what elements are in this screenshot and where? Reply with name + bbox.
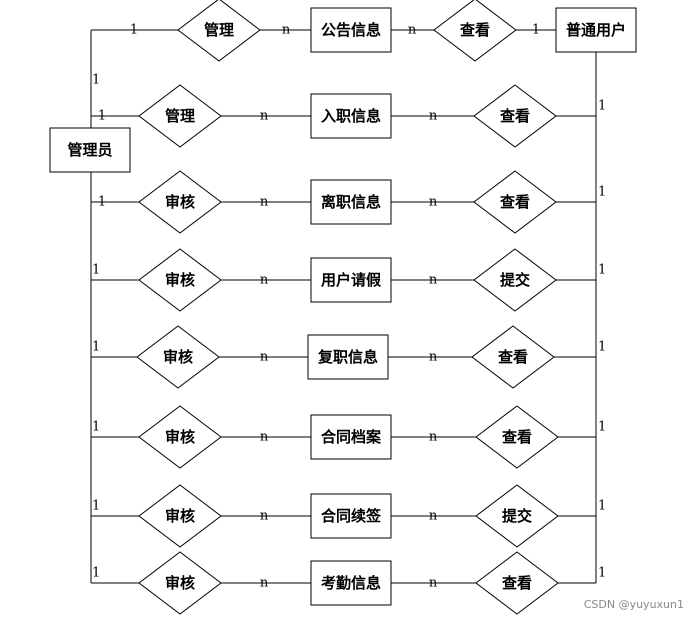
entity-6 [310, 493, 392, 539]
admin-entity-label: 管理员 [67, 141, 112, 159]
mid-left-card-3: n [260, 273, 269, 288]
watermark: CSDN @yuyuxun1 [584, 598, 684, 611]
right-relation-0 [433, 0, 517, 62]
right-card-7: 1 [598, 566, 606, 581]
left-card-5: 1 [92, 420, 100, 435]
diagram-shapes [49, 0, 637, 615]
mid-right-card-1: n [429, 109, 438, 124]
entity-5 [310, 414, 392, 460]
entity-label-5: 合同档案 [320, 428, 382, 446]
right-relation-label-3: 提交 [500, 271, 530, 289]
mid-left-card-4: n [260, 350, 269, 365]
right-card-1: 1 [598, 99, 606, 114]
left-relation-7 [138, 551, 222, 615]
user-entity-label: 普通用户 [566, 21, 626, 39]
mid-right-card-0: n [408, 23, 417, 38]
right-relation-label-2: 查看 [500, 193, 530, 211]
left-relation-label-0: 管理 [204, 21, 234, 39]
right-relation-label-4: 查看 [498, 348, 528, 366]
entity-1 [310, 93, 392, 139]
left-card-6: 1 [92, 499, 100, 514]
left-relation-label-6: 审核 [165, 507, 195, 525]
right-card-0: 1 [532, 23, 540, 38]
left-card-2: 1 [98, 195, 106, 210]
entity-3 [310, 257, 392, 303]
left-card-4: 1 [92, 340, 100, 355]
left-relation-label-5: 审核 [165, 428, 195, 446]
entity-label-2: 离职信息 [321, 193, 381, 211]
right-relation-2 [473, 170, 557, 234]
mid-left-card-6: n [260, 509, 269, 524]
entity-0 [310, 7, 392, 53]
right-relation-4 [471, 325, 555, 389]
right-relation-label-0: 查看 [460, 21, 490, 39]
left-relation-label-1: 管理 [165, 107, 195, 125]
right-relation-6 [475, 484, 559, 548]
right-relation-label-6: 提交 [502, 507, 532, 525]
connector-lines [90, 29, 597, 584]
right-relation-7 [475, 551, 559, 615]
entity-label-4: 复职信息 [317, 348, 378, 366]
right-card-3: 1 [598, 263, 606, 278]
left-relation-2 [138, 170, 222, 234]
right-card-6: 1 [598, 499, 606, 514]
left-card-7: 1 [92, 566, 100, 581]
left-relation-0 [177, 0, 261, 62]
left-relation-label-3: 审核 [165, 271, 195, 289]
admin-entity [49, 127, 131, 173]
left-relation-label-4: 审核 [163, 348, 193, 366]
left-relation-label-7: 审核 [165, 574, 195, 592]
entity-label-1: 入职信息 [321, 107, 381, 125]
mid-right-card-2: n [429, 195, 438, 210]
mid-right-card-6: n [429, 509, 438, 524]
right-relation-label-5: 查看 [502, 428, 532, 446]
entity-label-7: 考勤信息 [321, 574, 381, 592]
left-card-3: 1 [92, 263, 100, 278]
left-card-1: 1 [98, 109, 106, 124]
mid-left-card-1: n [260, 109, 269, 124]
mid-left-card-2: n [260, 195, 269, 210]
left-relation-label-2: 审核 [165, 193, 195, 211]
mid-right-card-4: n [429, 350, 438, 365]
mid-left-card-7: n [260, 576, 269, 591]
right-relation-3 [473, 248, 557, 312]
left-relation-4 [136, 325, 220, 389]
mid-right-card-5: n [429, 430, 438, 445]
admin-card-top: 1 [92, 73, 100, 88]
left-relation-6 [138, 484, 222, 548]
entity-2 [310, 179, 392, 225]
right-card-2: 1 [598, 185, 606, 200]
entity-label-6: 合同续签 [320, 507, 382, 525]
entity-label-0: 公告信息 [321, 21, 381, 39]
left-relation-3 [138, 248, 222, 312]
mid-left-card-5: n [260, 430, 269, 445]
entity-4 [307, 334, 389, 380]
right-card-5: 1 [598, 420, 606, 435]
entity-label-3: 用户请假 [321, 271, 382, 289]
right-card-4: 1 [598, 340, 606, 355]
mid-right-card-3: n [429, 273, 438, 288]
right-relation-1 [473, 84, 557, 148]
mid-right-card-7: n [429, 576, 438, 591]
right-relation-label-7: 查看 [502, 574, 532, 592]
left-relation-5 [138, 405, 222, 469]
right-relation-label-1: 查看 [500, 107, 530, 125]
left-card-0: 1 [130, 23, 138, 38]
left-relation-1 [138, 84, 222, 148]
user-entity [555, 7, 637, 53]
mid-left-card-0: n [282, 23, 291, 38]
entity-7 [310, 560, 392, 606]
right-relation-5 [475, 405, 559, 469]
